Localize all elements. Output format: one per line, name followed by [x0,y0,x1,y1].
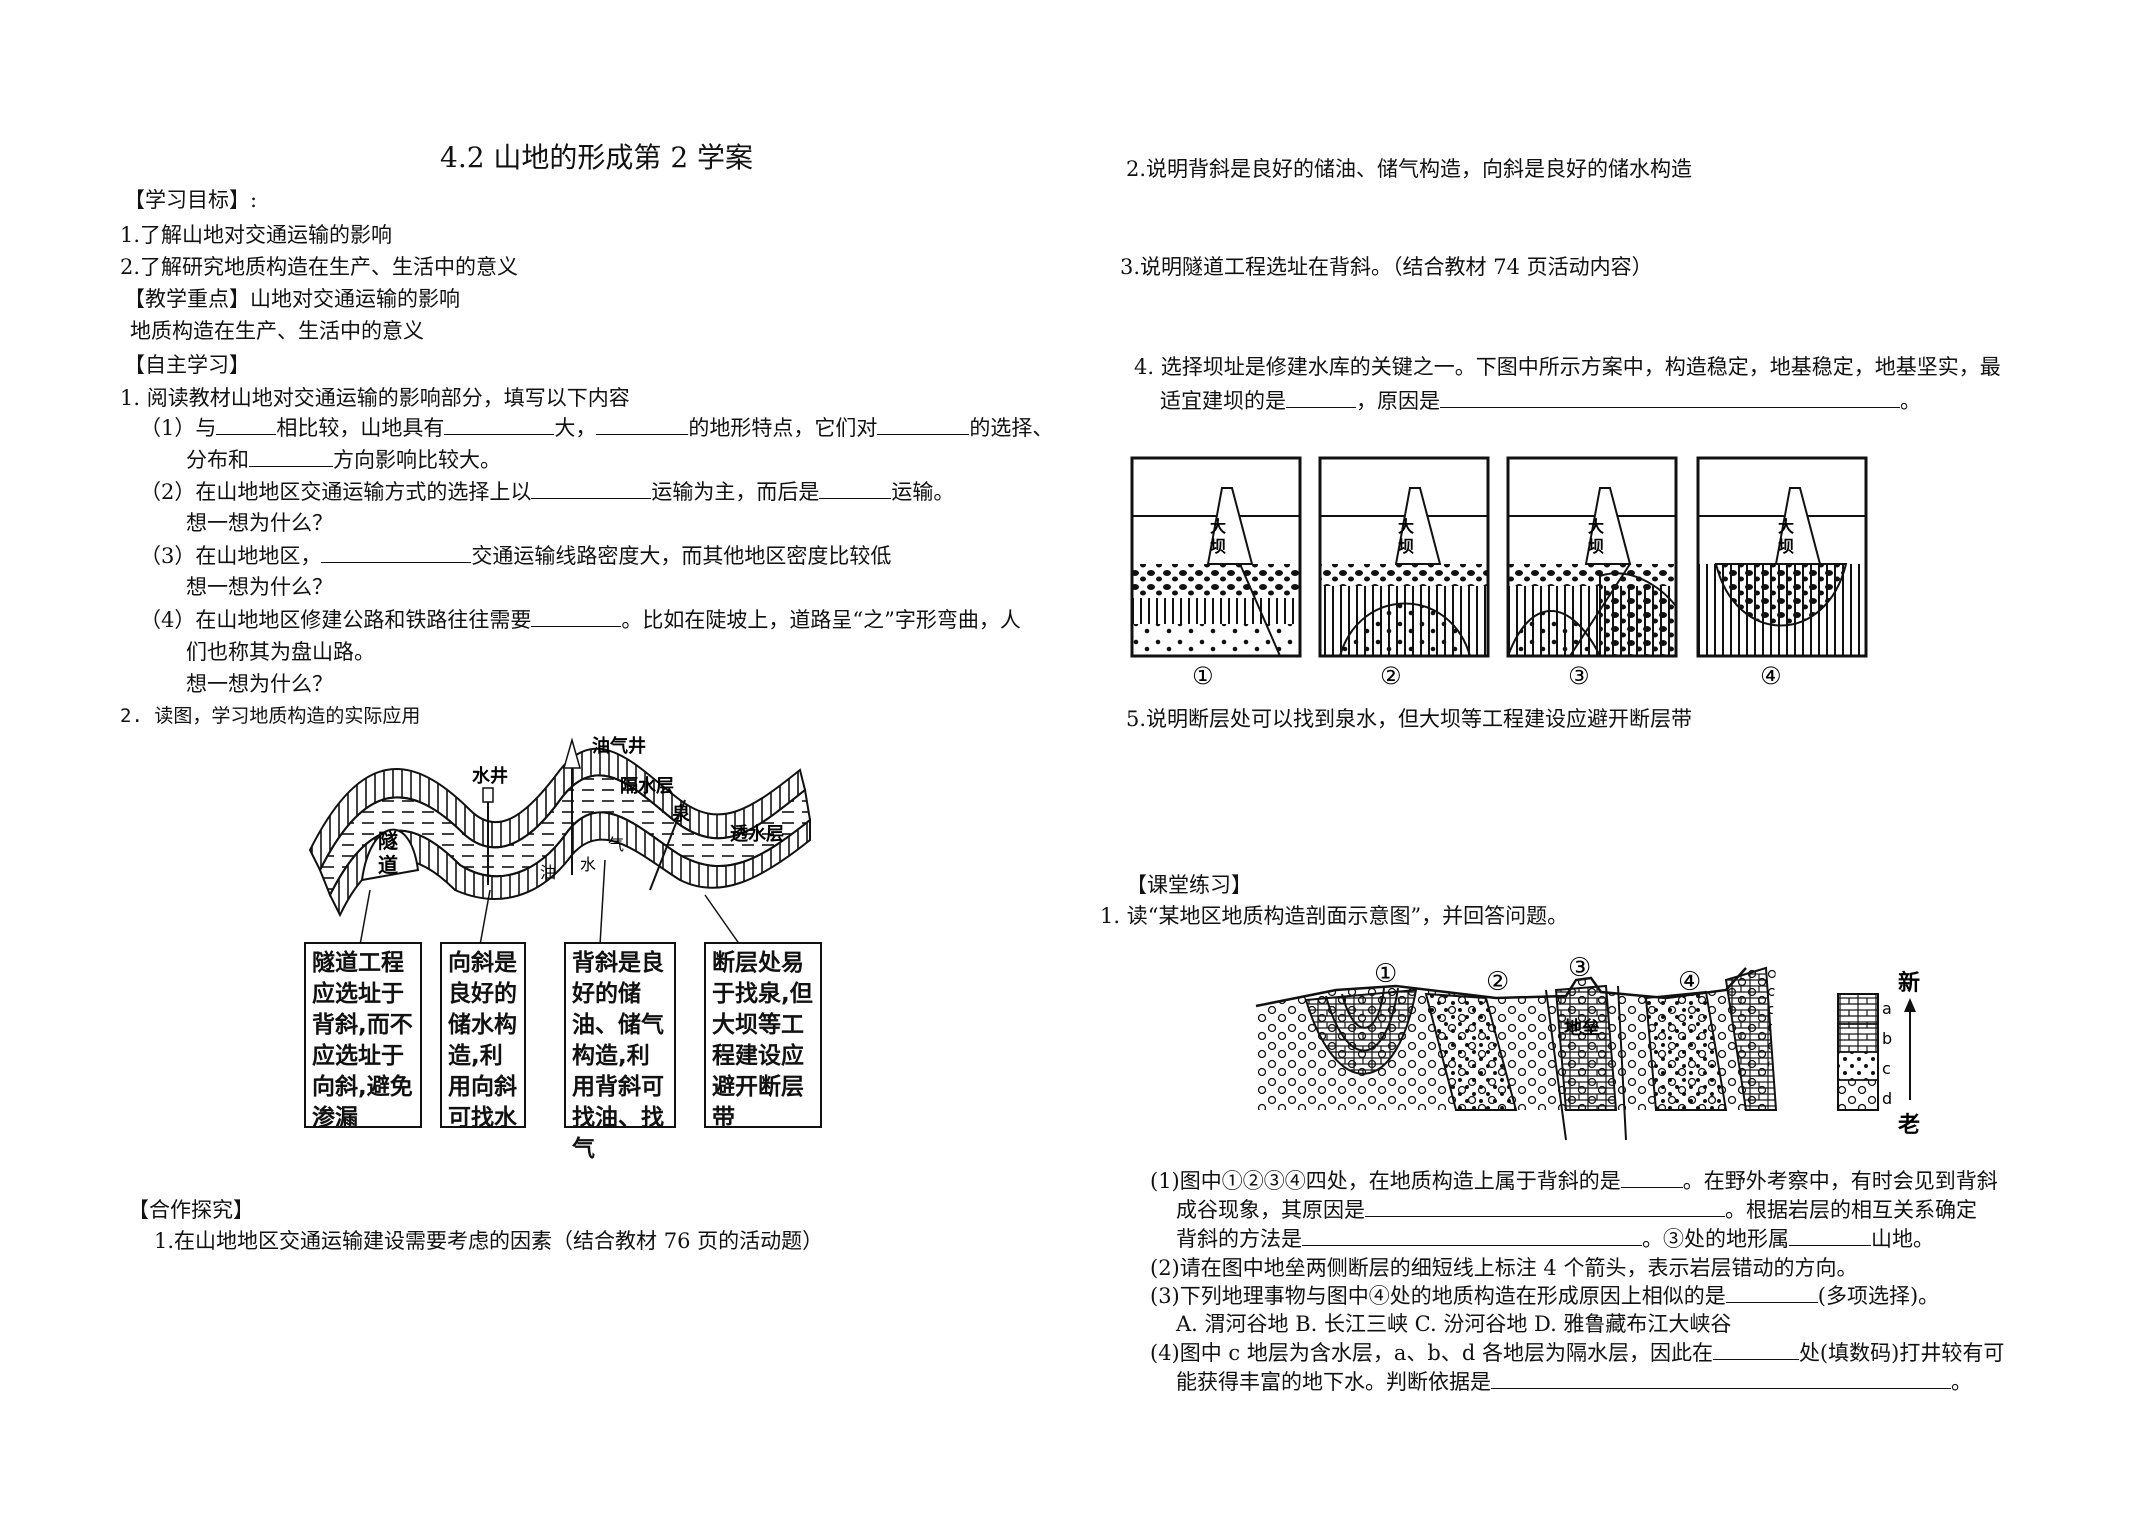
question-1: 1. 阅读教材山地对交通运输的影响部分，填写以下内容 [120,386,630,410]
right-question-4-line2: 适宜建坝的是，原因是。 [1160,387,1921,413]
section-number-3: ③ [1568,953,1591,983]
right-question-3: 3.说明隧道工程选址在背斜。（结合教材 74 页活动内容） [1120,255,1653,279]
dam-label-1: 大 [1778,517,1794,536]
practice-1-3-options: A. 渭河谷地 B. 长江三峡 C. 汾河谷地 D. 雅鲁藏布江大峡谷 [1176,1312,1732,1336]
question-1-1-line2: 分布和方向影响比较大。 [186,446,501,472]
answer-blank[interactable] [1302,1225,1642,1246]
answer-blank[interactable] [819,478,892,499]
fig1-box-fault: 断层处易于找泉,但大坝等工程建设应避开断层带 [704,942,822,1131]
practice-1-4-line2: 能获得丰富的地下水。判断依据是。 [1176,1368,1972,1394]
answer-blank[interactable] [216,414,277,435]
question-1-4-line2: 们也称其为盘山路。 [186,640,375,664]
fig1-water-label: 水 [580,855,596,874]
page-title: 4.2 山地的形成第 2 学案 [440,141,754,174]
fig1-oil-well-label: 油气井 [592,735,646,757]
dam-number-4: ④ [1760,662,1782,690]
key-points-header: 【教学重点】山地对交通运输的影响 [124,287,460,311]
dam-label-2: 坝 [1778,537,1794,556]
practice-question-1: 1. 读“某地区地质构造剖面示意图”，并回答问题。 [1100,904,1569,928]
fig1-oil-label: 油 [540,863,556,882]
geologic-cross-section: ① ② ③ ④ 地垒 a b c d 新 老 [1255,953,1920,1141]
question-1-3: （3）在山地地区，交通运输线路密度大，而其他地区密度比较低 [140,542,892,568]
key-points-2: 地质构造在生产、生活中的意义 [130,319,424,343]
objective-1: 1.了解山地对交通运输的影响 [120,223,393,247]
water-well-icon [482,787,494,803]
think-prompt: 想一想为什么？ [186,575,333,599]
think-prompt: 想一想为什么？ [186,672,333,696]
dam-diagram-1: 大 坝 ① [1130,456,1302,690]
legend-b: b [1882,1029,1892,1048]
answer-blank[interactable] [1712,1339,1799,1360]
answer-blank[interactable] [1789,1225,1871,1246]
think-prompt: 想一想为什么？ [186,511,333,535]
coop-question-1: 1.在山地地区交通运输建设需要考虑的因素（结合教材 76 页的活动题） [154,1229,824,1253]
coop-header: 【合作探究】 [128,1198,254,1222]
question-1-1-line1: （1）与相比较，山地具有大，的地形特点，它们对的选择、 [140,414,1054,440]
dam-site-diagrams: 大 坝 ① 大 坝 ② 大 坝 ③ [1130,456,1678,690]
legend-c: c [1882,1059,1891,1078]
question-1-4-line1: （4）在山地地区修建公路和铁路往往需要。比如在陡坡上，道路呈“之”字形弯曲，人 [140,606,1021,632]
oil-well-icon [563,737,581,769]
dam-diagram-2: 大 坝 ② [1318,456,1490,690]
answer-blank[interactable] [531,606,622,627]
geologic-structure-diagram: 隧 道 水井 油气井 隔水层 泉 透水层 气 油 水 [308,735,812,946]
dam-label-2: 坝 [1588,537,1604,556]
practice-1-3: (3)下列地理事物与图中④处的地质构造在形成原因上相似的是(多项选择)。 [1150,1282,1940,1308]
legend-a: a [1882,999,1892,1018]
dam-label-1: 大 [1398,517,1414,536]
fig1-box-syncline: 向斜是良好的储水构造,利用向斜可找水 [440,942,526,1131]
answer-blank[interactable] [249,446,333,467]
section-number-2: ② [1486,967,1509,997]
dam-diagram-4: 大 坝 ④ [1696,456,1868,690]
answer-blank[interactable] [1440,387,1900,408]
dam-number-1: ① [1192,662,1214,690]
answer-blank[interactable] [1491,1368,1951,1389]
right-question-2: 2.说明背斜是良好的储油、储气构造，向斜是良好的储水构造 [1126,157,1693,181]
answer-blank[interactable] [531,478,652,499]
fig1-gas-label: 气 [608,835,624,854]
fig1-tunnel-label-2: 道 [378,853,398,877]
practice-1-4-line1: (4)图中 c 地层为含水层，a、b、d 各地层为隔水层，因此在处(填数码)打井… [1150,1339,2005,1365]
strata-legend: a b c d 新 老 [1837,970,1920,1138]
objective-2: 2.了解研究地质构造在生产、生活中的意义 [120,255,519,279]
dam-label-2: 坝 [1210,537,1226,556]
practice-1-2: (2)请在图中地垒两侧断层的细短线上标注 4 个箭头，表示岩层错动的方向。 [1150,1256,1858,1280]
legend-new: 新 [1898,970,1920,996]
section-number-1: ① [1374,959,1397,989]
answer-blank[interactable] [444,414,555,435]
dam-label-2: 坝 [1398,537,1414,556]
fig1-box-tunnel: 隧道工程应选址于背斜,而不应选址于向斜,避免渗漏 [304,942,422,1131]
fig1-aquiclude-label: 隔水层 [620,775,674,797]
dam-number-2: ② [1380,662,1402,690]
answer-blank[interactable] [1725,1282,1818,1303]
self-study-header: 【自主学习】 [124,353,250,377]
question-1-2: （2）在山地地区交通运输方式的选择上以运输为主，而后是运输。 [140,478,955,504]
answer-blank[interactable] [321,542,472,563]
answer-blank[interactable] [877,414,970,435]
answer-blank[interactable] [1365,1196,1725,1217]
dam-diagram-3: 大 坝 ③ [1506,456,1678,690]
right-question-4-line1: 4. 选择坝址是修建水库的关键之一。下图中所示方案中，构造稳定，地基稳定，地基坚… [1134,355,2001,379]
question-2: 2. 读图，学习地质构造的实际应用 [120,705,421,727]
answer-blank[interactable] [1620,1167,1683,1188]
objectives-header: 【学习目标】: [124,188,258,212]
legend-d: d [1882,1089,1892,1108]
answer-blank[interactable] [596,414,689,435]
practice-header: 【课堂练习】 [1126,873,1252,897]
right-question-5: 5.说明断层处可以找到泉水，但大坝等工程建设应避开断层带 [1126,707,1693,731]
legend-old: 老 [1897,1113,1920,1138]
fig1-water-well-label: 水井 [472,765,508,787]
dam-number-3: ③ [1568,662,1590,690]
practice-1-1-line2: 成谷现象，其原因是。根据岩层的相互关系确定 [1176,1196,1977,1222]
horst-label: 地垒 [1564,1017,1600,1039]
fig1-tunnel-label-1: 隧 [378,829,398,853]
dam-label-1: 大 [1210,517,1226,536]
answer-blank[interactable] [1286,387,1356,408]
dam-label-1: 大 [1588,517,1604,536]
practice-1-1-line3: 背斜的方法是。③处的地形属山地。 [1176,1225,1934,1251]
fig1-aquifer-label: 透水层 [730,823,784,845]
section-number-4: ④ [1678,967,1701,997]
practice-1-1-line1: (1)图中①②③④四处，在地质构造上属于背斜的是。在野外考察中，有时会见到背斜 [1150,1167,1998,1193]
fig1-box-anticline: 背斜是良好的储油、储气构造,利用背斜可找油、找气 [564,942,676,1162]
